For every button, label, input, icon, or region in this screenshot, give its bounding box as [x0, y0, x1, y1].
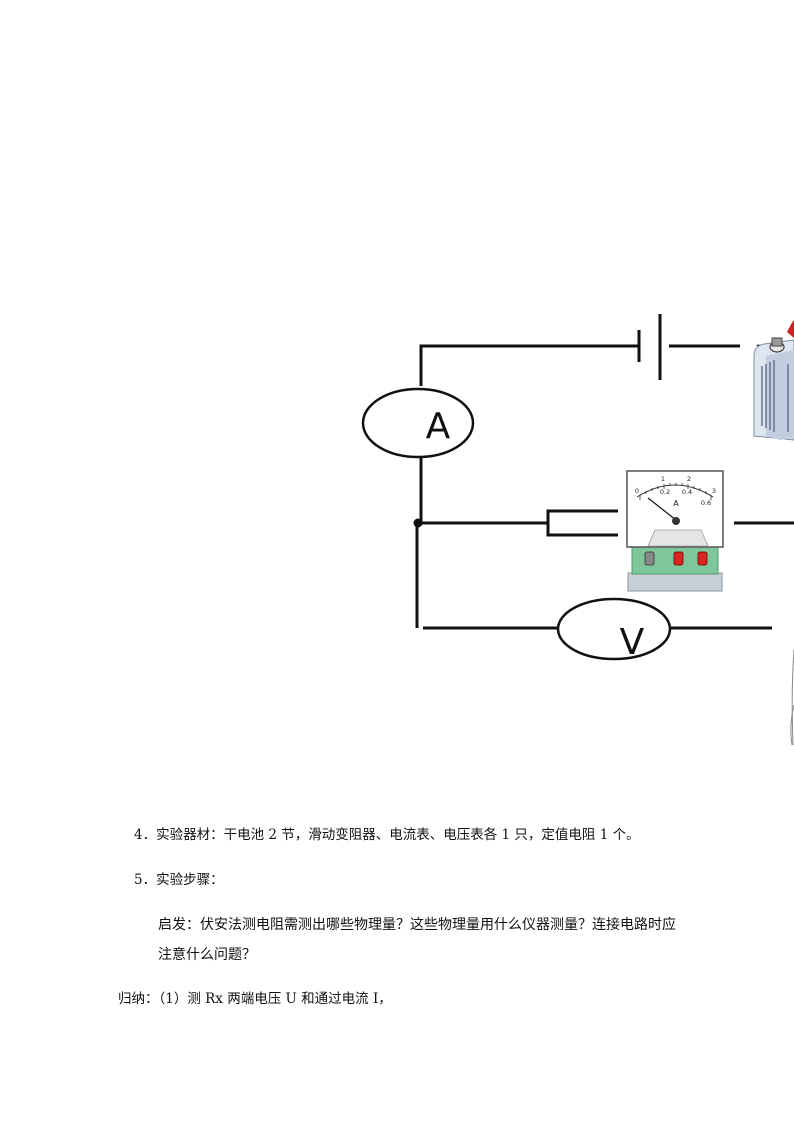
scale-lower-0: 0.2 [660, 488, 670, 496]
rheostat-illustration-edge [790, 649, 794, 746]
scale-lower-2: 0.6 [701, 499, 711, 507]
meter-pivot [672, 517, 680, 525]
scale-upper-1: 1 [661, 475, 665, 483]
meter-terminals [644, 551, 708, 566]
scale-upper-2: 2 [687, 475, 691, 483]
summary-line: 归纳：（1）测 Rx 两端电压 U 和通过电流 I， [118, 991, 392, 1007]
voltmeter-symbol-label: V [620, 622, 645, 663]
battery-symbol [637, 314, 662, 380]
hint-line-2: 注意什么问题？ [158, 947, 256, 963]
dry-battery-illustration: - [753, 320, 794, 441]
scale-lower-1: 0.4 [682, 488, 692, 496]
hint-line-1: 启发：伏安法测电阻需测出哪些物理量？这些物理量用什么仪器测量？连接电路时应 [158, 917, 676, 933]
ammeter-symbol: A [361, 387, 475, 459]
circuit-wires [415, 344, 794, 630]
ammeter-symbol-label: A [426, 406, 451, 447]
materials-item: 4．实验器材：干电池 2 节，滑动变阻器、电流表、电压表各 1 只，定值电阻 1… [134, 827, 640, 843]
voltmeter-symbol: V [556, 597, 672, 663]
scale-upper-3: 3 [712, 487, 716, 495]
battery-minus-sign: - [756, 335, 762, 354]
resistor-symbol [546, 509, 618, 537]
meter-unit-label: A [673, 499, 679, 508]
ammeter-illustration: 0 1 2 3 0.2 0.4 0.6 A [626, 470, 724, 592]
meter-needle [647, 497, 677, 521]
junction-node [413, 518, 423, 528]
scale-upper-0: 0 [635, 487, 639, 495]
steps-heading: 5．实验步骤： [134, 872, 224, 888]
